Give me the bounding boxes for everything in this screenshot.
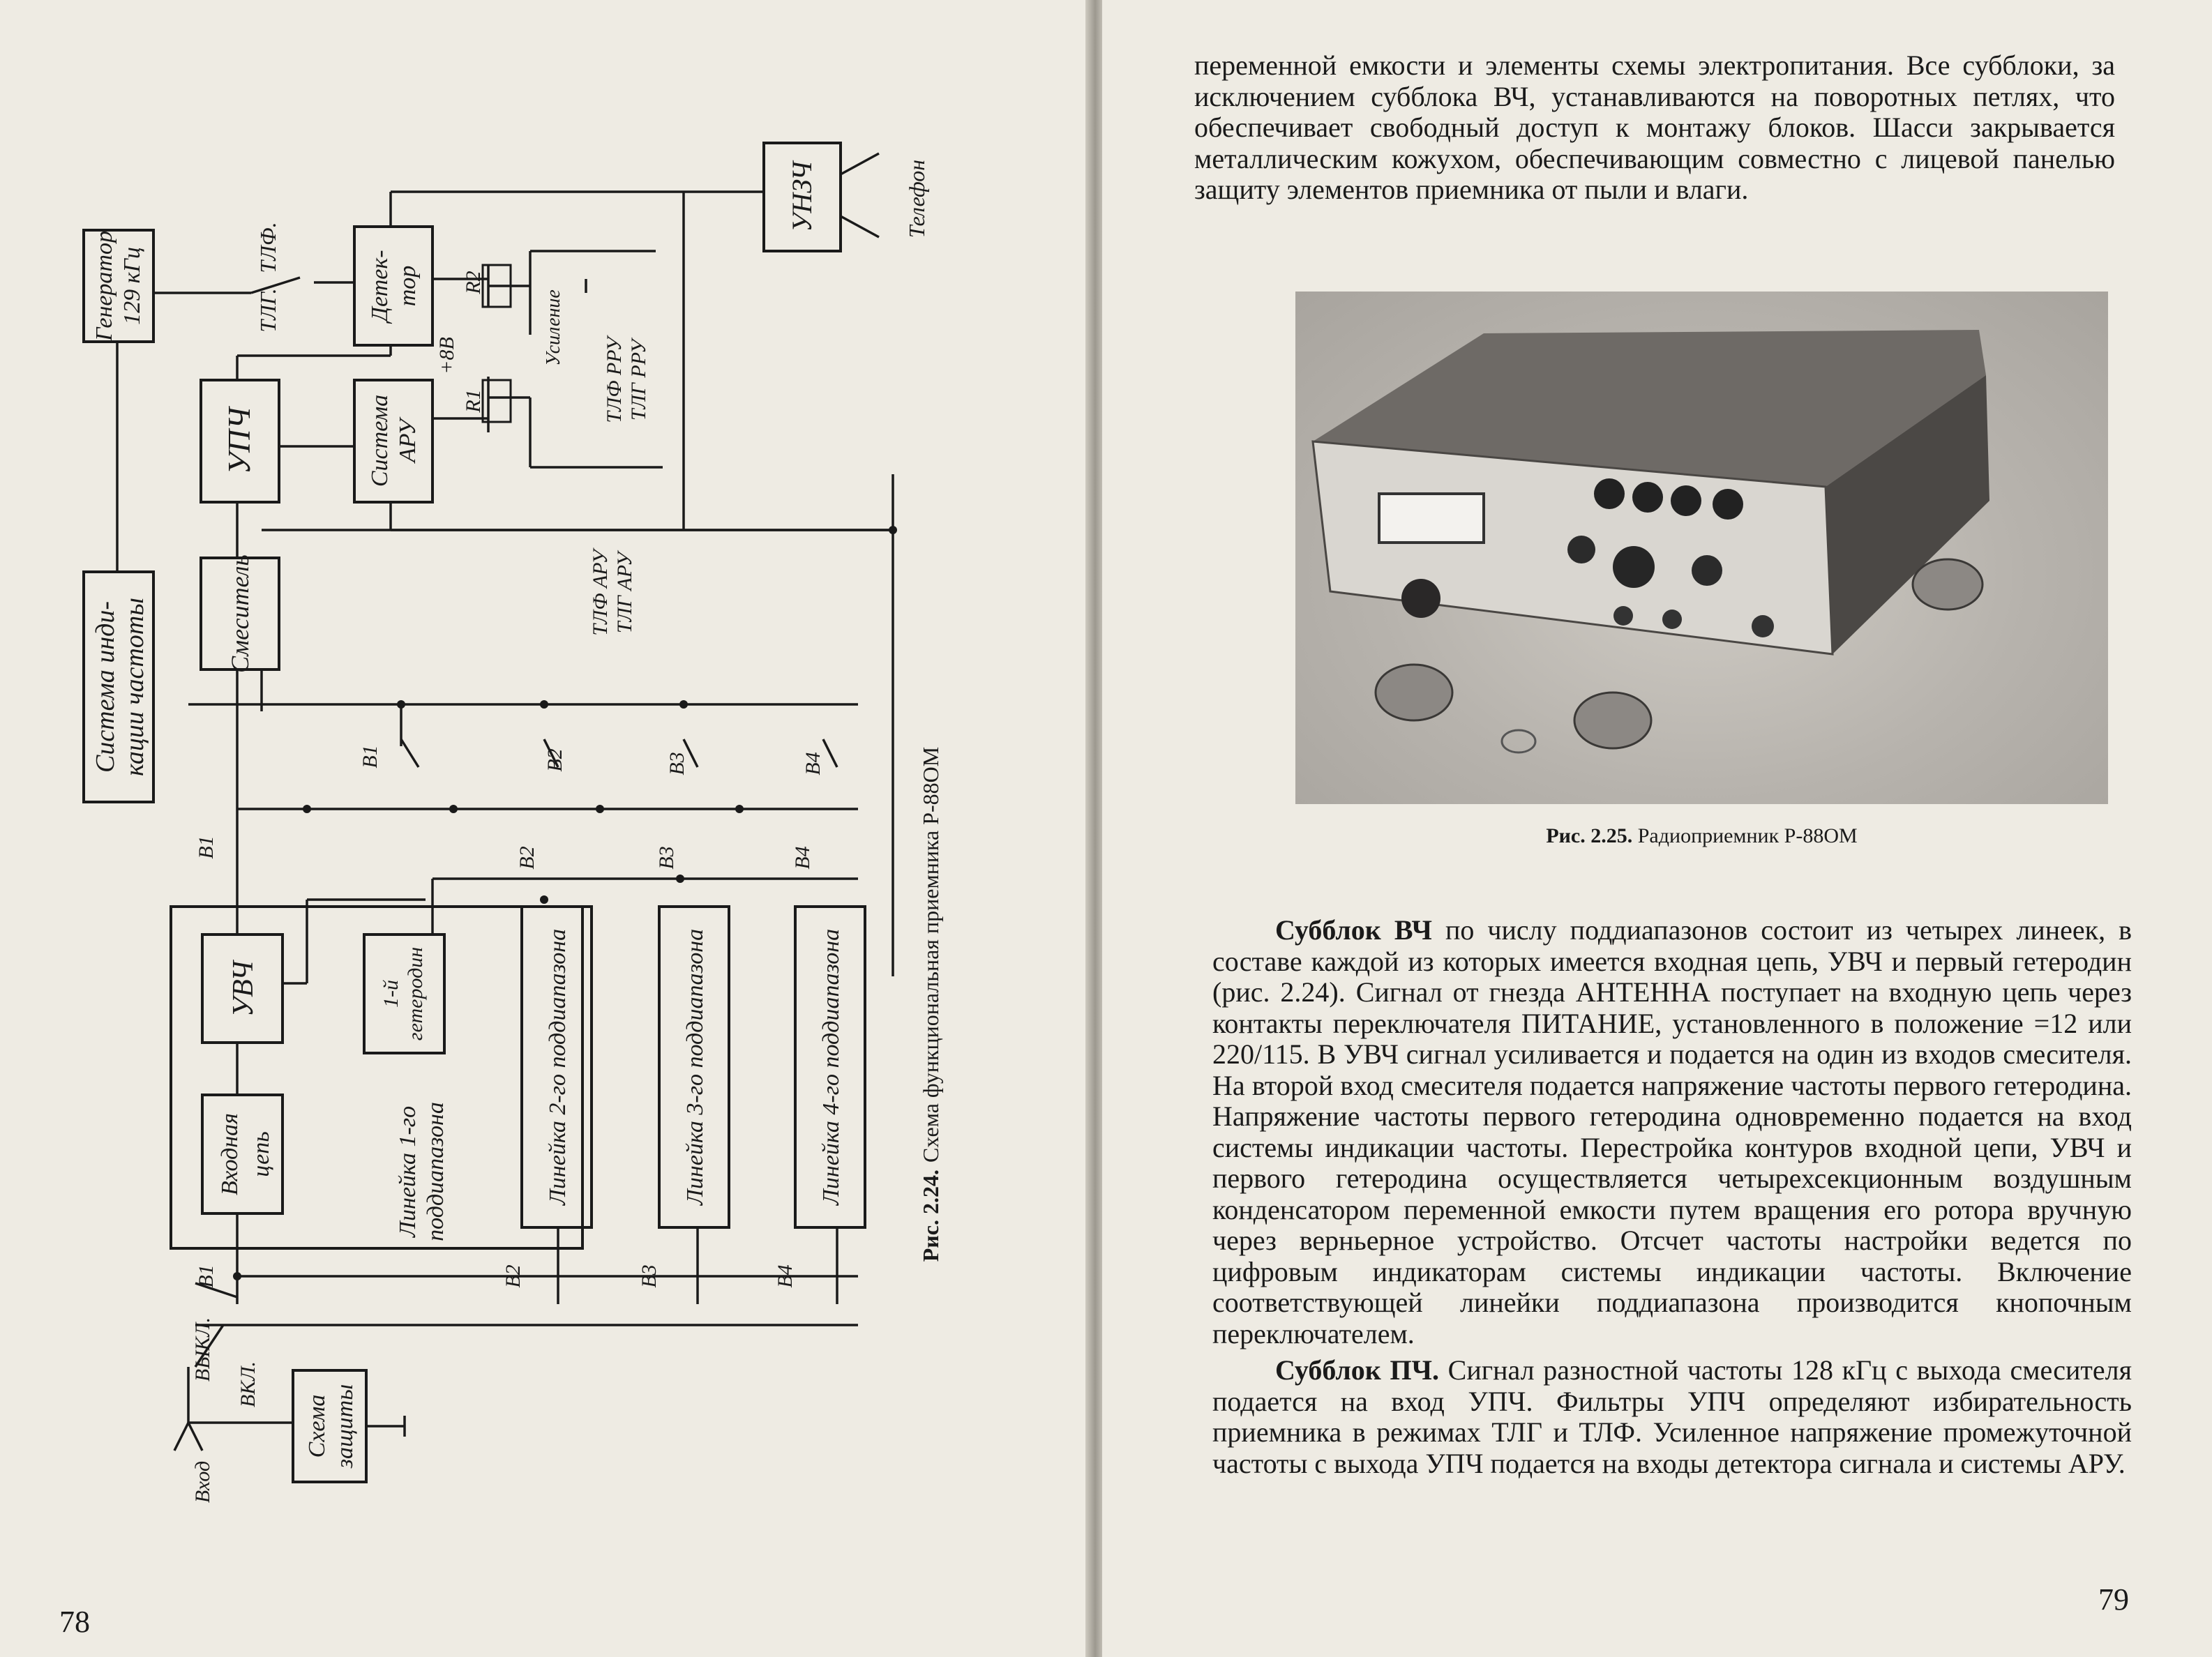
section2-paragraph: Субблок ПЧ. Сигнал разностной частоты 12… <box>1212 1355 2132 1479</box>
left-page-number: 78 <box>59 1604 90 1640</box>
local-osc-label-2: гетеродин <box>404 947 427 1041</box>
cable-loop <box>1502 730 1535 752</box>
section1-paragraph: Субблок ВЧ по числу поддиапазонов состои… <box>1212 915 2132 1349</box>
input-circuit-label-1: Входная <box>217 1113 243 1195</box>
top-paragraph-block: переменной емкости и элементы схемы элек… <box>1194 50 2115 206</box>
tuning-knob <box>1401 579 1440 618</box>
section1-text: по числу поддиапазонов состоит из четыре… <box>1212 914 2132 1349</box>
shock-mount-3 <box>1913 559 1982 610</box>
b4-label-top: В4 <box>802 752 825 775</box>
on-label: ВКЛ. <box>236 1361 259 1407</box>
receiver-photo-drawing <box>1295 292 2108 804</box>
phone-jack-1 <box>1613 606 1633 626</box>
local-osc-label-1: 1-й <box>379 980 402 1008</box>
protection-label-2: защиты <box>332 1384 358 1469</box>
control-knob-1 <box>1594 478 1625 509</box>
mixer-label: Смеситель <box>226 554 254 673</box>
figure-caption: Рис. 2.24. Схема функциональная приемника… <box>918 747 943 1262</box>
r1-resistor <box>483 380 511 422</box>
indication-label-1: Система инди- <box>91 601 120 773</box>
photo-caption-label: Рис. 2.25. <box>1546 824 1632 847</box>
line1-label-2: поддиапазона <box>423 1102 449 1241</box>
line3-label: Линейка 3-го поддиапазона <box>682 929 708 1206</box>
aru-label-1: Система <box>367 395 393 487</box>
tlf-label: ТЛФ. <box>255 222 280 273</box>
gain-label: Усиление <box>543 289 564 366</box>
off-label: ВЫКЛ. <box>191 1317 214 1382</box>
mode-switch <box>1567 536 1595 563</box>
b1-label-top: В1 <box>195 835 218 858</box>
tlf-rru-label: ТЛФ РРУ <box>603 335 626 423</box>
control-knob-3 <box>1671 485 1701 516</box>
section1-title: Субблок ВЧ <box>1275 914 1432 946</box>
r2-label: R2 <box>462 271 485 294</box>
band-selector-knob <box>1613 546 1655 588</box>
figure-caption-text: Схема функциональная приемника Р-88ОМ <box>918 747 943 1163</box>
b1-label-bottom: В1 <box>195 1264 218 1287</box>
b2-label-bottom: В2 <box>502 1264 525 1287</box>
b3-label-mid: В3 <box>655 846 678 869</box>
receiver-photo <box>1295 292 2108 804</box>
connector-socket <box>1752 615 1774 637</box>
photo-caption: Рис. 2.25. Радиоприемник Р-88ОМ <box>1295 824 2108 848</box>
b4-label-mid: В4 <box>791 846 814 869</box>
detector-label-2: тор <box>395 266 421 307</box>
b4-label-bottom: В4 <box>774 1264 797 1287</box>
generator-label-2: 129 кГц <box>119 247 145 325</box>
b3-label-bottom: В3 <box>638 1264 661 1287</box>
phone-label: Телефон <box>904 160 929 238</box>
shock-mount-2 <box>1574 693 1651 748</box>
control-knob-4 <box>1713 489 1743 520</box>
top-paragraph: переменной емкости и элементы схемы элек… <box>1194 50 2115 206</box>
uvch-label: УВЧ <box>227 960 259 1017</box>
functional-diagram: Генератор 129 кГц Система инди- кации ча… <box>0 0 1088 1657</box>
photo-caption-text: Радиоприемник Р-88ОМ <box>1638 824 1858 847</box>
tlg-aru-label: ТЛГ АРУ <box>613 550 636 633</box>
plus8v-label: +8В <box>435 337 458 374</box>
section2-title: Субблок ПЧ. <box>1275 1354 1439 1386</box>
b2-label-mid: В2 <box>516 846 539 869</box>
frequency-display <box>1379 494 1484 543</box>
line4-label: Линейка 4-го поддиапазона <box>818 929 844 1206</box>
ipf-label: УПЧ <box>221 406 257 474</box>
control-knob-2 <box>1632 482 1663 513</box>
diagram-wiring <box>117 153 893 1451</box>
body-text-block: Субблок ВЧ по числу поддиапазонов состои… <box>1212 915 2132 1479</box>
gain-knob <box>1692 555 1722 586</box>
right-page-number: 79 <box>2098 1582 2129 1617</box>
b2-label-top: В2 <box>543 748 566 771</box>
detector-label-1: Детек- <box>367 250 393 324</box>
aru-label-2: АРУ <box>395 416 421 464</box>
aru-block <box>354 380 432 502</box>
figure-caption-label: Рис. 2.24. <box>918 1170 943 1262</box>
input-label: Вход <box>191 1461 214 1503</box>
unzch-label: УНЗЧ <box>786 160 818 232</box>
phone-jack-2 <box>1662 610 1682 629</box>
b1-label-right: В1 <box>359 745 382 768</box>
shock-mount-1 <box>1376 665 1452 720</box>
b3-label-top: В3 <box>665 752 689 775</box>
line1-label-1: Линейка 1-го <box>395 1106 421 1238</box>
tlg-rru-label: ТЛГ РРУ <box>627 337 650 421</box>
tlg-label: ТЛГ. <box>255 288 280 332</box>
line2-label: Линейка 2-го поддиапазона <box>545 929 571 1206</box>
r1-label: R1 <box>462 389 485 413</box>
input-circuit-label-2: цепь <box>248 1131 274 1176</box>
protection-label-1: Схема <box>304 1395 330 1458</box>
tlf-aru-label: ТЛФ АРУ <box>589 547 612 636</box>
generator-label-1: Генератор <box>91 231 117 342</box>
detector-block <box>354 227 432 345</box>
indication-label-2: кации частоты <box>120 598 149 776</box>
